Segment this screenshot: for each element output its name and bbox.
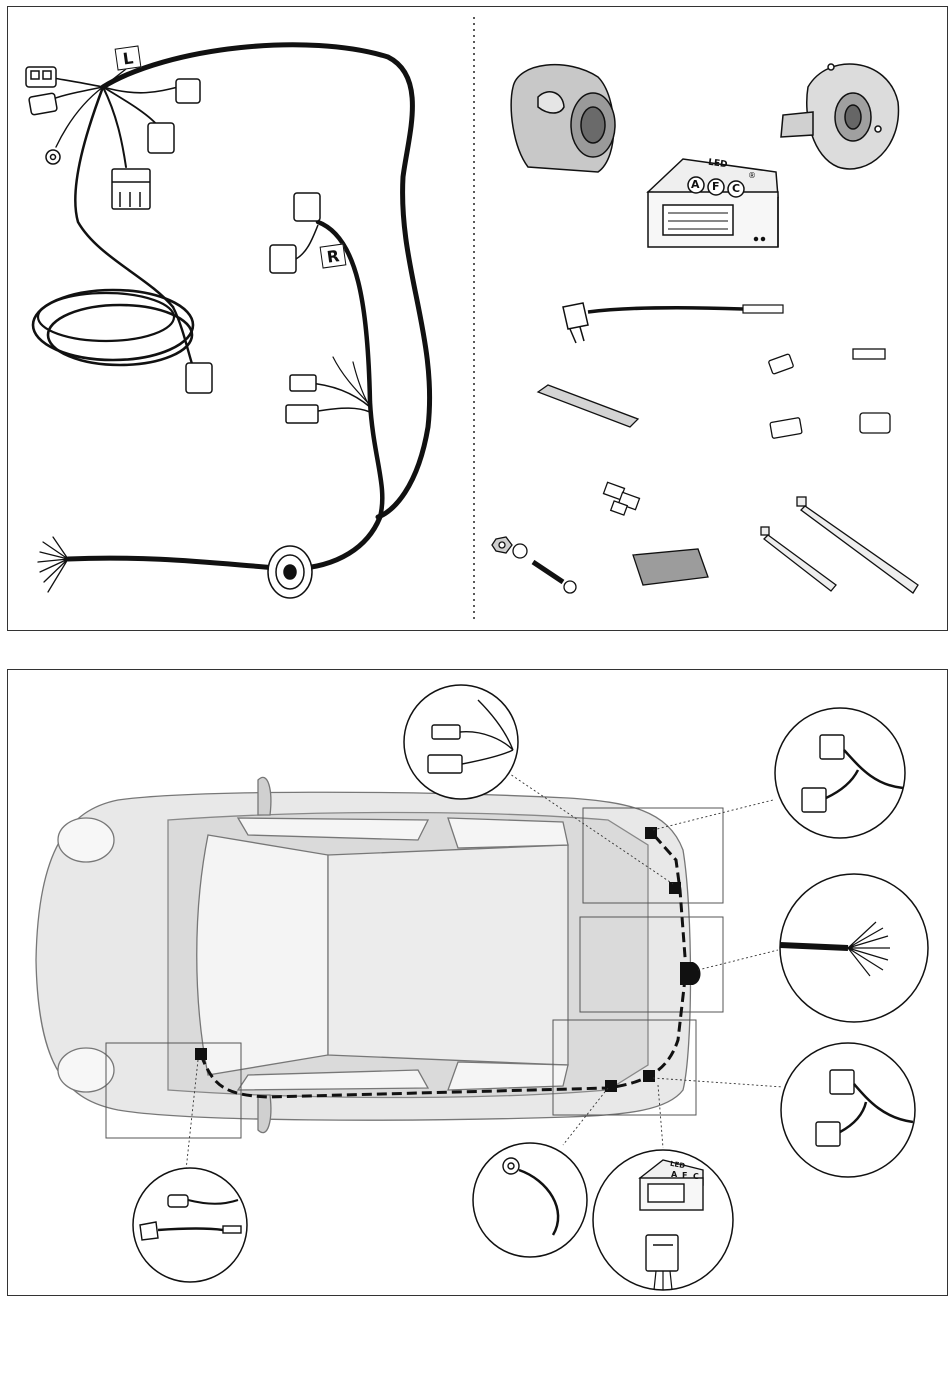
car-roof [328,845,568,1065]
module-registered-mark: ® [748,171,756,180]
female-terminal [768,354,793,375]
side-window-rear-upper [448,818,568,848]
side-window-rear-lower [448,1062,568,1090]
detail-module-letter-c: C [693,1172,699,1181]
trailer-socket-13pin [511,65,615,172]
detail-ground-ring [473,1143,587,1257]
kit-contents-drawing [8,7,949,632]
detail-module-letter-a: A [671,1170,677,1179]
led-afc-module [648,159,778,247]
point-tow-socket [680,962,701,985]
cable-ties [761,497,918,593]
headlight-left [58,818,114,862]
connector-housing-1 [770,418,802,439]
scotch-lock-connector [603,482,639,515]
wiring-harness [33,45,430,592]
kit-contents-panel: L R LED A F C ® [7,6,948,631]
point-rear-light-upper [645,827,657,839]
detail-rear-light-connector-lower [781,1043,915,1177]
connector-right-upper [294,193,320,221]
multi-pin-connector [112,169,150,209]
sealant-pad [633,549,708,585]
point-harness-junction [669,882,681,894]
connector-flat-2 [286,405,318,423]
installation-panel: LED A F C [7,669,948,1296]
mirror-left [258,777,271,815]
connector-label-r: R [320,243,347,268]
car-top-view [36,777,691,1132]
harness-tail-cable [68,558,293,569]
detail-rear-light-connector-upper [775,708,905,838]
connector-top-mid [176,79,200,103]
module-brand-letter-a: A [691,178,700,191]
connector-left-2 [29,93,58,115]
module-brand-letter-f: F [712,180,720,193]
connector-flat-1 [290,375,316,391]
fuse-lead [563,303,783,343]
detail-2pin-connectors [404,685,518,799]
small-terminals [768,349,890,438]
connector-right-lower [270,245,296,273]
mirror-right [258,1095,271,1133]
windshield [197,835,328,1075]
point-ground [605,1080,617,1092]
point-fuse [195,1048,207,1060]
module-brand-letter-c: C [732,182,740,195]
harness-main-cable [103,45,430,517]
connector-coil-end [186,363,212,393]
detail-module-letter-f: F [682,1171,687,1180]
screw-nut-washer [492,537,576,593]
installation-drawing [8,670,949,1297]
adhesive-strip [538,385,638,427]
point-rear-light-lower [643,1070,655,1082]
connector-mid-left [148,123,174,153]
connector-label-l: L [115,45,142,70]
male-terminal [853,349,885,359]
connector-housing-2 [860,413,890,433]
harness-connectors [26,67,320,598]
socket-mounting-plate [781,64,898,169]
